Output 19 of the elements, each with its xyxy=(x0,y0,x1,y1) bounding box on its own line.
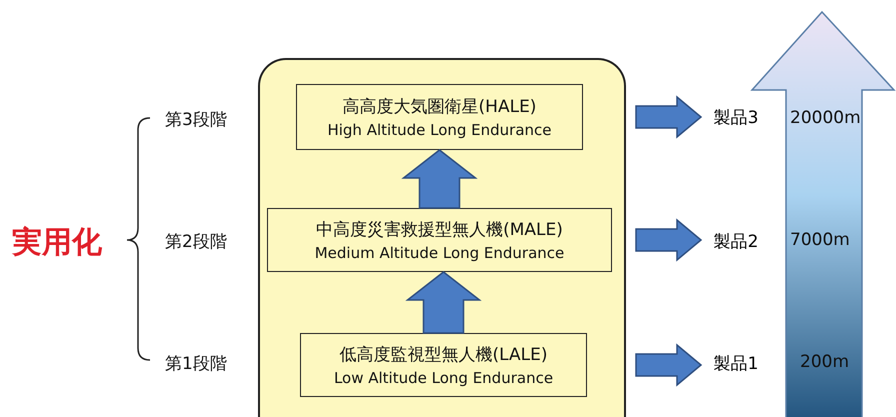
block-arrow xyxy=(635,95,702,139)
stage-label: 第3段階 xyxy=(165,109,227,131)
stage-box: 高高度大気圏衛星(HALE) High Altitude Long Endurance xyxy=(296,84,583,150)
title-label: 実用化 xyxy=(12,224,102,262)
product-label: 製品2 xyxy=(703,228,769,254)
block-arrow xyxy=(401,149,478,209)
block-arrow xyxy=(635,218,702,262)
stage-panel xyxy=(258,58,626,417)
altitude-label: 20000m xyxy=(790,108,861,128)
block-arrow xyxy=(405,271,482,334)
stage-box: 低高度監視型無人機(LALE) Low Altitude Long Endurance xyxy=(300,333,587,397)
block-arrow xyxy=(635,343,702,387)
stage-box: 中高度災害救援型無人機(MALE) Medium Altitude Long Endurance xyxy=(267,208,612,272)
product-label: 製品1 xyxy=(703,350,769,376)
stage-label: 第2段階 xyxy=(165,231,227,253)
altitude-label: 7000m xyxy=(790,230,850,250)
stage-label: 第1段階 xyxy=(165,353,227,375)
altitude-label: 200m xyxy=(800,352,850,372)
product-label: 製品3 xyxy=(703,104,769,130)
